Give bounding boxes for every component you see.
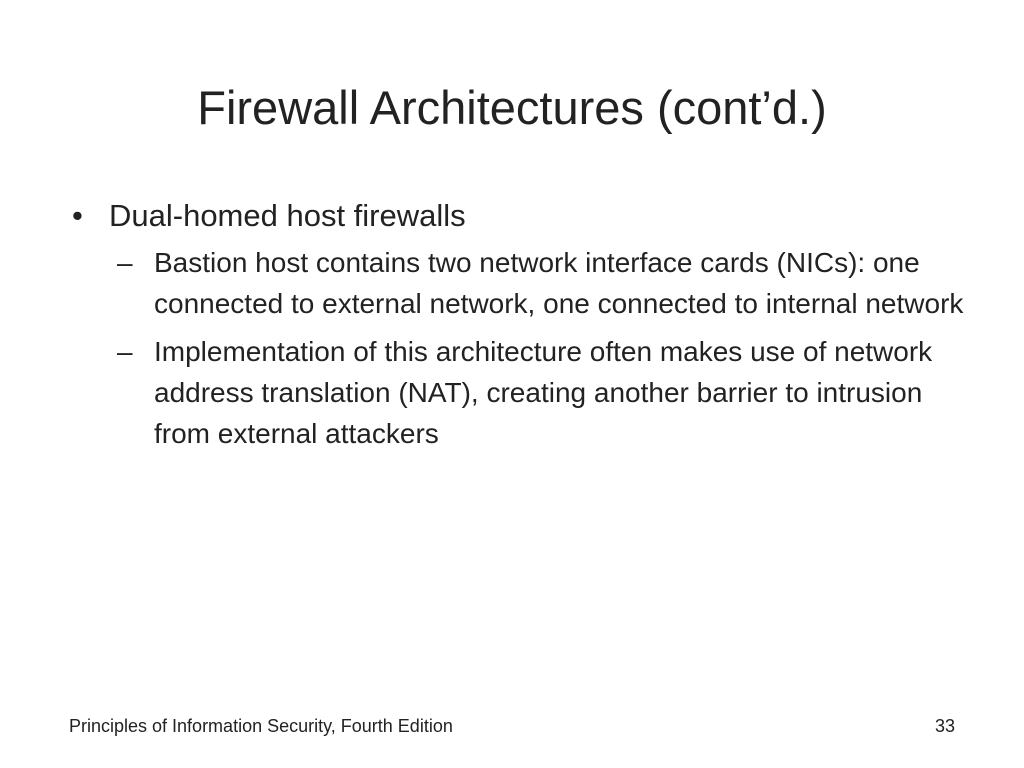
sub-bullet-text: Implementation of this architecture ofte… <box>154 336 933 449</box>
footer-page-number: 33 <box>934 716 955 736</box>
sub-bullet-marker: – <box>117 336 133 367</box>
bullet-item: • Dual-homed host firewalls <box>70 193 970 239</box>
bullet-text: Dual-homed host firewalls <box>109 198 466 233</box>
sub-bullet-text: Bastion host contains two network interf… <box>154 247 964 319</box>
sub-bullet-marker: – <box>117 247 133 278</box>
sub-bullet-item: – Implementation of this architecture of… <box>117 331 964 454</box>
bullet-marker: • <box>72 198 83 233</box>
sub-bullet-item: – Bastion host contains two network inte… <box>117 242 964 324</box>
sub-bullet-list: – Bastion host contains two network inte… <box>117 242 970 454</box>
footer-book-title: Principles of Information Security, Four… <box>69 716 453 736</box>
slide-title: Firewall Architectures (cont’d.) <box>197 81 827 134</box>
slide-content: • Dual-homed host firewalls – Bastion ho… <box>70 193 970 461</box>
